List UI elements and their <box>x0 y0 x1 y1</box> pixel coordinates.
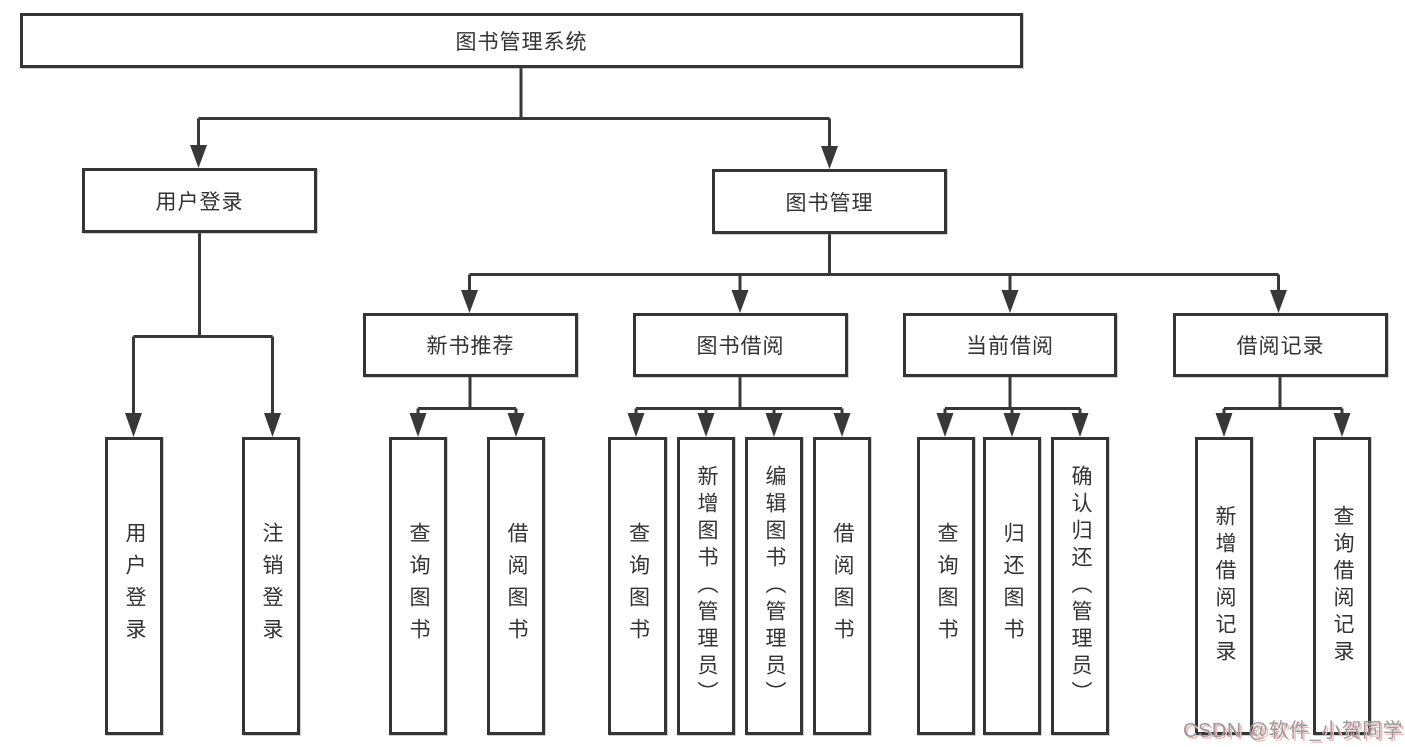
node-borrow-records-label: 借阅记录 <box>1236 335 1325 358</box>
leaf-query-borrow-record-label: 查询借阅记录 <box>1331 505 1354 667</box>
leaf-confirm-return-admin-label: 确认归还（管理员） <box>1069 464 1092 708</box>
leaf-query-book-2: 查询图书 <box>608 437 667 735</box>
leaf-borrow-book-1-label: 借阅图书 <box>505 522 528 650</box>
root-node-label: 图书管理系统 <box>455 30 588 54</box>
leaf-borrow-book-2: 借阅图书 <box>813 437 871 735</box>
node-user-login-label: 用户登录 <box>155 190 244 214</box>
leaf-edit-book-admin: 编辑图书（管理员） <box>745 437 803 735</box>
node-new-book-recommend-label: 新书推荐 <box>426 335 515 358</box>
leaf-logout-label: 注销登录 <box>260 522 283 650</box>
leaf-add-borrow-record-label: 新增借阅记录 <box>1213 505 1236 667</box>
leaf-query-borrow-record: 查询借阅记录 <box>1313 437 1371 735</box>
root-node-system: 图书管理系统 <box>20 13 1023 68</box>
leaf-query-book-1-label: 查询图书 <box>407 522 430 650</box>
node-book-management: 图书管理 <box>712 169 947 234</box>
leaf-user-login-label: 用户登录 <box>123 522 146 650</box>
leaf-logout: 注销登录 <box>242 437 300 735</box>
leaf-add-borrow-record: 新增借阅记录 <box>1195 437 1253 735</box>
leaf-return-book: 归还图书 <box>983 437 1041 735</box>
node-current-borrow: 当前借阅 <box>903 313 1117 377</box>
node-borrow-records: 借阅记录 <box>1173 313 1388 377</box>
leaf-confirm-return-admin: 确认归还（管理员） <box>1051 437 1109 735</box>
node-book-borrow-label: 图书借阅 <box>696 335 785 358</box>
node-book-borrow: 图书借阅 <box>633 313 848 377</box>
leaf-query-book-3: 查询图书 <box>917 437 975 735</box>
leaf-add-book-admin: 新增图书（管理员） <box>677 437 735 735</box>
leaf-borrow-book-1: 借阅图书 <box>487 437 545 735</box>
node-current-borrow-label: 当前借阅 <box>966 335 1054 358</box>
node-user-login: 用户登录 <box>82 168 317 233</box>
csdn-watermark: CSDN @软件_小贺同学 <box>1183 720 1404 742</box>
leaf-user-login: 用户登录 <box>105 437 163 735</box>
node-new-book-recommend: 新书推荐 <box>363 313 578 377</box>
node-book-management-label: 图书管理 <box>785 191 874 215</box>
leaf-query-book-3-label: 查询图书 <box>935 522 958 650</box>
leaf-query-book-2-label: 查询图书 <box>626 522 650 650</box>
leaf-add-book-admin-label: 新增图书（管理员） <box>695 464 718 708</box>
leaf-borrow-book-2-label: 借阅图书 <box>831 522 854 650</box>
leaf-query-book-1: 查询图书 <box>389 437 447 735</box>
leaf-edit-book-admin-label: 编辑图书（管理员） <box>763 464 786 708</box>
leaf-return-book-label: 归还图书 <box>1001 522 1024 650</box>
